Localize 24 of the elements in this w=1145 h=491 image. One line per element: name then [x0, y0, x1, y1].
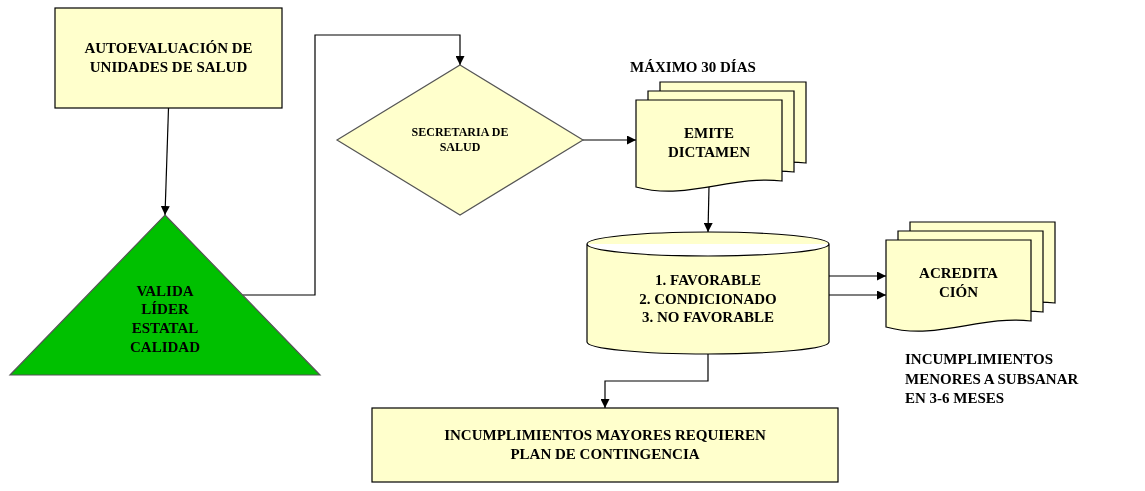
annotation-text: INCUMPLIMIENTOS MENORES A SUBSANAR EN 3-6 MESES	[905, 350, 1080, 408]
node-label: 3. NO FAVORABLE	[641, 308, 775, 328]
document-stack	[636, 82, 806, 195]
node-label: EMITE DICTAMEN	[666, 123, 752, 162]
process-box	[55, 8, 282, 108]
arrow	[160, 107, 170, 216]
node-label: 2. CONDICIONADO	[639, 289, 777, 309]
arrow	[600, 353, 709, 409]
document-stack	[886, 222, 1055, 335]
arrow	[582, 135, 637, 145]
process-box	[372, 408, 838, 482]
node-label: SECRETARIA DE SALUD	[410, 125, 510, 155]
arrow	[703, 186, 713, 233]
node-label: ACREDITA CIÓN	[918, 263, 999, 302]
node-label: AUTOEVALUACIÓN DE UNIDADES DE SALUD	[83, 39, 254, 77]
triangle-shape	[10, 215, 320, 375]
node-label: VALIDA LÍDER ESTATAL CALIDAD	[129, 281, 201, 357]
node-label: 1. FAVORABLE	[655, 270, 761, 290]
annotation-text: MÁXIMO 30 DÍAS	[630, 58, 757, 77]
node-label: INCUMPLIMIENTOS MAYORES REQUIEREN PLAN DE CONTINGENCIA	[443, 426, 767, 464]
arrow	[828, 271, 887, 281]
arrow	[828, 290, 887, 300]
database-cylinder	[587, 232, 829, 354]
decision-diamond	[337, 65, 583, 215]
